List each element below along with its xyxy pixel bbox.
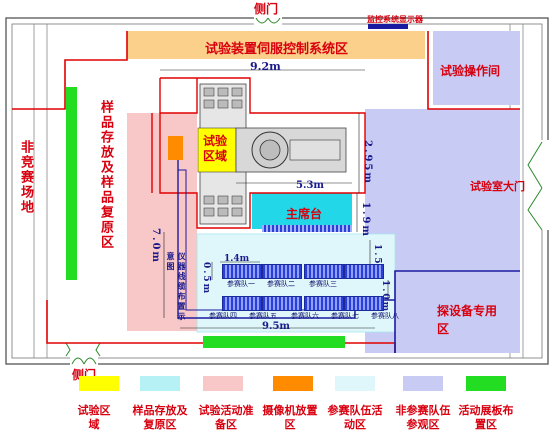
team-label-8: 参赛队八	[371, 312, 399, 320]
dim-team-w: 1.4m	[224, 254, 250, 264]
team-block-3	[304, 264, 344, 279]
team-label-7: 参赛队七	[331, 312, 359, 320]
legend-label-7: 活动展板布置区	[458, 404, 514, 431]
test-area-label: 试验区域	[203, 134, 228, 163]
right-door-gap	[540, 140, 552, 230]
legend-label-3: 试验活动准备区	[198, 404, 254, 431]
display-board-left	[66, 87, 77, 280]
team-block-4	[344, 264, 384, 279]
legend-swatch-3	[203, 376, 243, 391]
legend-label-2: 样品存放及复原区	[132, 404, 188, 431]
dim-team-gap: 1.5m	[372, 244, 382, 278]
dedicated-area-label: 探设备专用区	[437, 304, 498, 336]
legend-swatch-7	[466, 376, 506, 391]
legend-label-1: 试验区域	[77, 404, 111, 431]
team-label-4: 参赛队四	[209, 312, 237, 320]
team-block-7	[304, 296, 344, 311]
team-label-3: 参赛队三	[309, 280, 337, 288]
team-activity-zone	[196, 233, 396, 333]
main-platform-label: 主席台	[286, 207, 323, 221]
main-door-label: 试验室大门	[470, 180, 525, 193]
monitor-bar	[368, 24, 408, 29]
team-block-6	[262, 296, 302, 311]
legend-swatch-5	[335, 376, 375, 391]
legend-label-4: 摄像机放置区	[262, 404, 318, 431]
dim-inner: 5.3m	[296, 180, 324, 191]
display-board-bottom	[203, 336, 345, 348]
main-platform-fill	[252, 193, 352, 229]
servo-zone	[127, 31, 425, 59]
dim-team-h: 0.5m	[201, 262, 211, 296]
legend-swatch-1	[79, 376, 119, 391]
monitor-label: 监控系统显示器	[367, 15, 423, 24]
team-block-2	[262, 264, 302, 279]
legend-label-6: 非参赛队伍参观区	[395, 404, 451, 431]
team-block-8	[344, 296, 384, 311]
non-competition-label: 非竞赛场地	[18, 140, 33, 215]
test-area-yellow	[197, 127, 237, 173]
legend-label-5: 参赛队伍活动区	[327, 404, 383, 431]
dim-right-v: 2.95m	[362, 140, 373, 185]
legend-swatch-4	[273, 376, 313, 391]
operation-room-fill	[433, 31, 520, 105]
team-label-2: 参赛队二	[267, 280, 295, 288]
prep-zone	[127, 113, 197, 331]
camera-zone	[168, 136, 183, 160]
top-door-label: 侧门	[254, 2, 279, 16]
operation-room-label: 试验操作间	[440, 64, 501, 78]
team-block-5	[222, 296, 262, 311]
dim-bottom-w: 9.5m	[262, 321, 290, 332]
legend-swatch-6	[403, 376, 443, 391]
team-label-6: 参赛队六	[291, 312, 319, 320]
sample-storage-label: 样品存放及样品复原区	[98, 100, 113, 250]
cable-note: 仪器线缆布置示意图	[166, 252, 186, 322]
test-boundary	[159, 77, 366, 229]
team-block-1	[222, 264, 262, 279]
team-label-5: 参赛队五	[249, 312, 277, 320]
team-label-1: 参赛队一	[227, 280, 255, 288]
legend-swatch-2	[140, 376, 180, 391]
dim-right-small: 1.0m	[380, 280, 390, 314]
dim-width-total: 9.2m	[250, 60, 281, 73]
servo-zone-label: 试验装置伺服控制系统区	[205, 42, 349, 57]
dim-left-v: 7.0m	[150, 228, 161, 264]
dim-platform-h: 1.9m	[360, 202, 371, 238]
